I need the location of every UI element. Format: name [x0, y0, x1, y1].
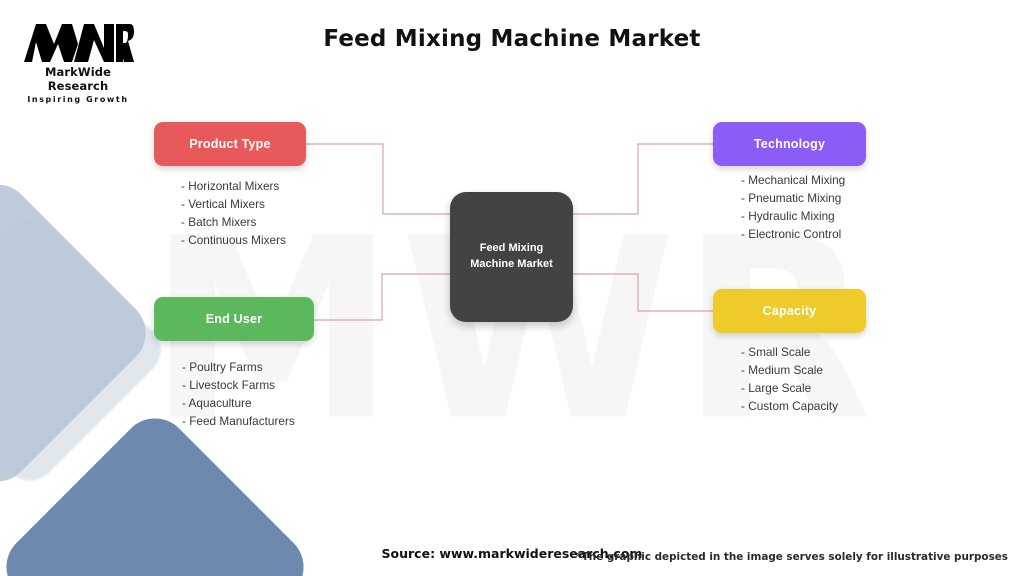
list-item: - Electronic Control [741, 226, 842, 241]
list-item: - Livestock Farms [182, 377, 276, 392]
logo-mwr-icon [16, 22, 140, 64]
logo-company-name: MarkWide Research [45, 65, 111, 93]
list-item: - Batch Mixers [181, 214, 257, 229]
center-node-label: Feed Mixing Machine Market [470, 242, 553, 270]
branch-label-end-user: End User [205, 312, 263, 326]
connector-end-user [314, 273, 452, 321]
branch-items-technology: - Mechanical Mixing - Pneumatic Mixing -… [741, 172, 845, 244]
list-item: - Small Scale [741, 345, 811, 359]
list-item: - Mechanical Mixing [741, 173, 846, 187]
center-node[interactable]: Feed Mixing Machine Market [450, 192, 573, 322]
list-item: - Horizontal Mixers [181, 179, 280, 193]
list-item: - Pneumatic Mixing [741, 190, 842, 205]
branch-node-capacity[interactable]: Capacity [713, 289, 866, 333]
list-item: - Medium Scale [741, 362, 823, 377]
connector-technology [571, 143, 713, 215]
list-item: - Custom Capacity [741, 398, 839, 413]
branch-items-capacity: - Small Scale - Medium Scale - Large Sca… [741, 344, 838, 416]
logo-tagline: Inspiring Growth [27, 95, 129, 104]
disclaimer-text: *The graphic depicted in the image serve… [576, 551, 1008, 563]
list-item: - Poultry Farms [182, 360, 263, 374]
branch-items-product-type: - Horizontal Mixers - Vertical Mixers - … [181, 178, 286, 250]
branch-node-end-user[interactable]: End User [154, 297, 314, 341]
connector-capacity [571, 273, 713, 312]
connector-product-type [306, 143, 452, 215]
list-item: - Feed Manufacturers [182, 413, 295, 428]
source-attribution: Source: www.markwideresearch.com [381, 546, 643, 561]
list-item: - Continuous Mixers [181, 232, 286, 247]
branch-node-technology[interactable]: Technology [713, 122, 866, 166]
branch-items-end-user: - Poultry Farms - Livestock Farms - Aqua… [182, 359, 295, 431]
branch-label-product-type: Product Type [189, 137, 271, 151]
brand-logo: MarkWide Research Inspiring Growth [16, 22, 140, 104]
branch-label-capacity: Capacity [762, 304, 817, 318]
list-item: - Hydraulic Mixing [741, 208, 835, 223]
list-item: - Large Scale [741, 380, 812, 395]
page-title: Feed Mixing Machine Market [323, 26, 701, 52]
list-item: - Aquaculture [182, 395, 252, 410]
list-item: - Vertical Mixers [181, 196, 265, 211]
branch-label-technology: Technology [753, 137, 826, 151]
branch-node-product-type[interactable]: Product Type [154, 122, 306, 166]
